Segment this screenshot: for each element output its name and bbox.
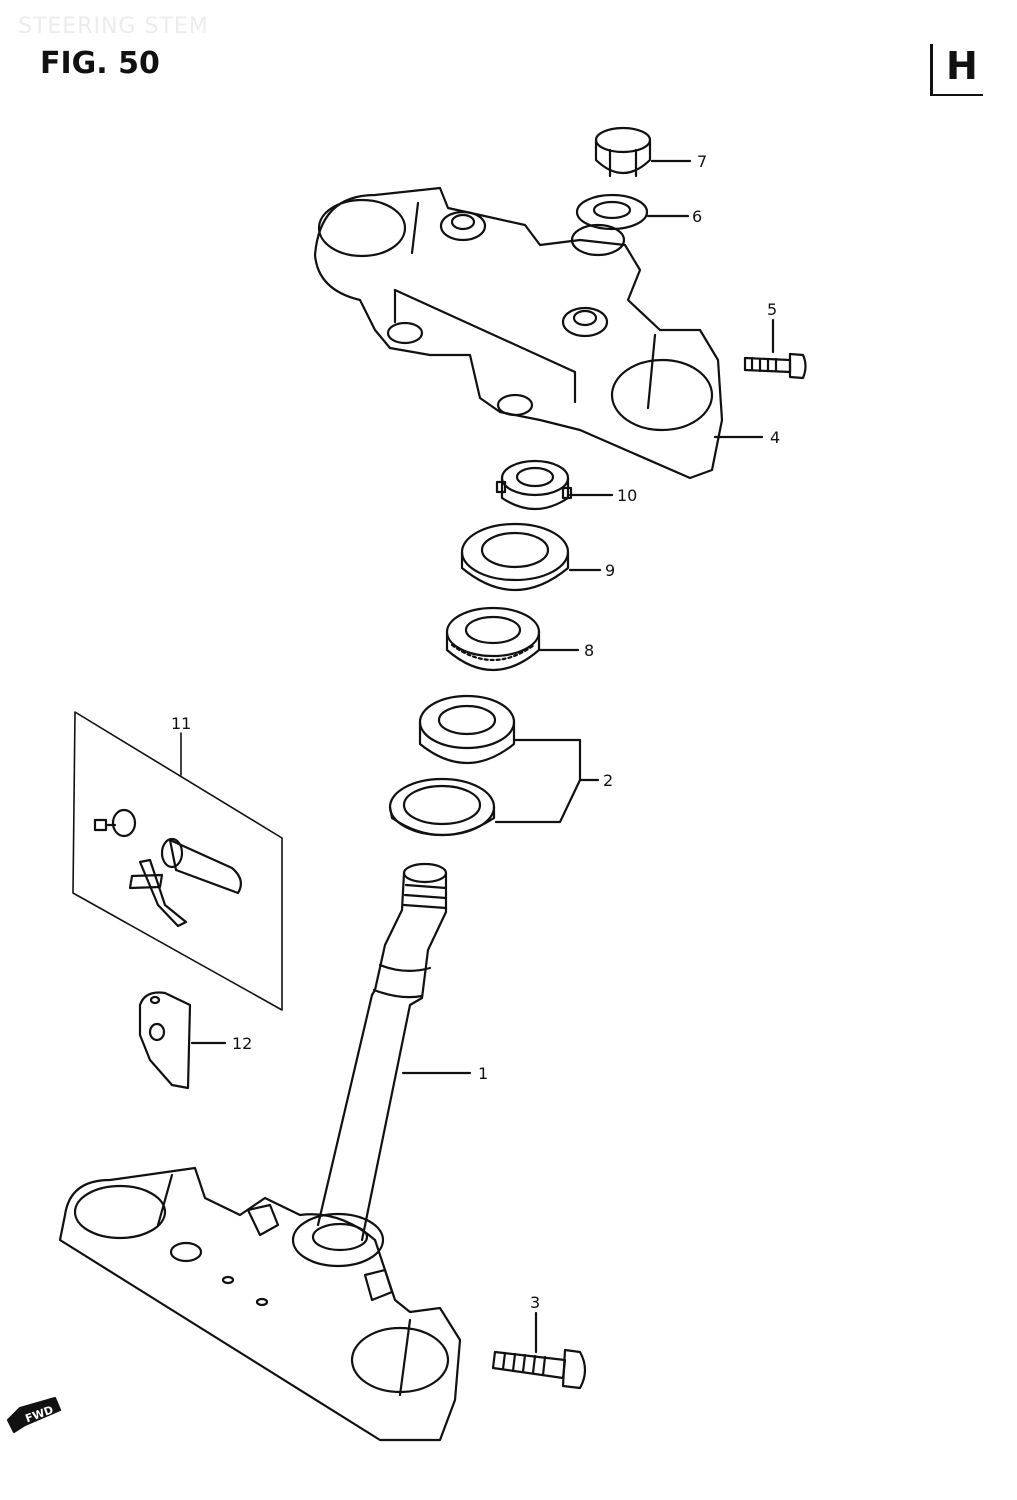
callout-1: 1 <box>478 1064 488 1083</box>
steering-lock-set-panel <box>72 711 283 1011</box>
pinch-bolt-small-part <box>743 352 807 380</box>
callout-11: 11 <box>171 714 191 733</box>
bearing-race-part <box>388 777 496 837</box>
section-letter: H <box>946 44 978 88</box>
callout-12: 12 <box>232 1034 252 1053</box>
callout-6: 6 <box>692 207 702 226</box>
taper-bearing-part <box>445 606 541 671</box>
callout-5: 5 <box>767 300 777 319</box>
figure-label: FIG. 50 <box>40 46 160 81</box>
lock-clamp-part <box>138 991 192 1090</box>
callout-4: 4 <box>770 428 780 447</box>
stem-nut-part <box>495 459 573 510</box>
forward-arrow-icon: FWD <box>6 1396 62 1434</box>
cap-nut-part <box>594 126 652 178</box>
callout-10: 10 <box>617 486 637 505</box>
callout-7: 7 <box>697 152 707 171</box>
leader-line-2 <box>494 738 582 824</box>
lower-bearing-part <box>418 694 516 764</box>
watermark-title: STEERING STEM <box>18 14 209 39</box>
section-bracket <box>930 44 983 96</box>
callout-2: 2 <box>603 771 613 790</box>
callout-9: 9 <box>605 561 615 580</box>
callout-8: 8 <box>584 641 594 660</box>
steering-stem-part <box>58 862 462 1442</box>
callout-3: 3 <box>530 1293 540 1312</box>
upper-bracket-part <box>313 186 724 480</box>
dust-seal-part <box>460 522 570 592</box>
washer-part <box>575 193 649 231</box>
pinch-bolt-part <box>491 1348 587 1390</box>
